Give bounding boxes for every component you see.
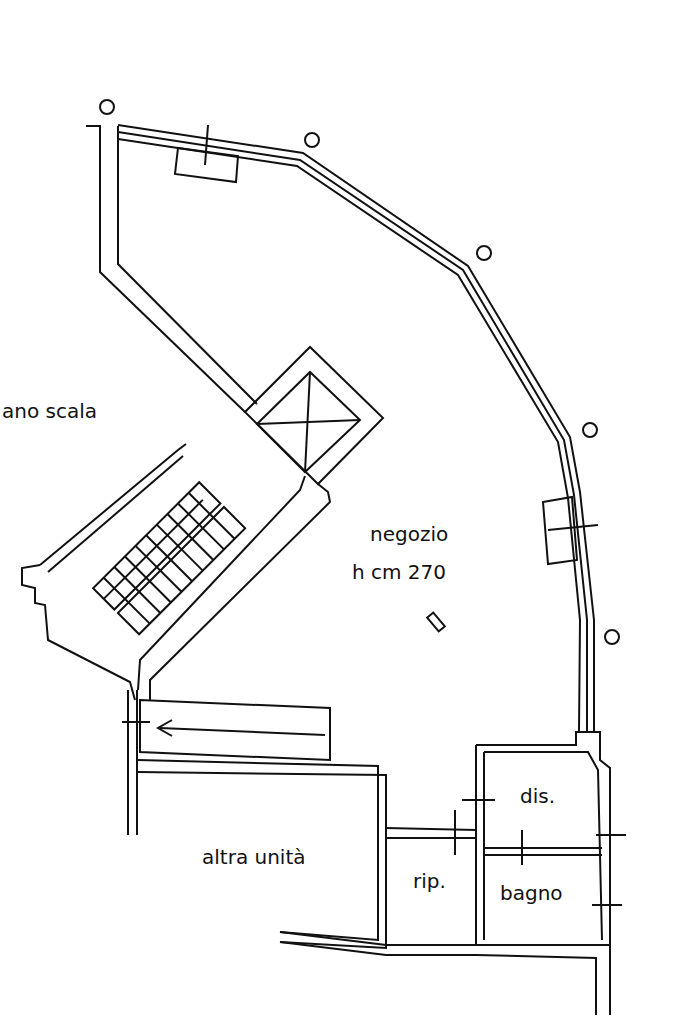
room-label: altra unità bbox=[202, 846, 306, 868]
room-label: negozio bbox=[370, 523, 448, 545]
room-label: rip. bbox=[413, 870, 446, 892]
room-label: bagno bbox=[500, 882, 563, 904]
room-label: dis. bbox=[520, 785, 555, 807]
room-label: h cm 270 bbox=[352, 561, 446, 583]
room-label: ano scala bbox=[2, 400, 97, 422]
